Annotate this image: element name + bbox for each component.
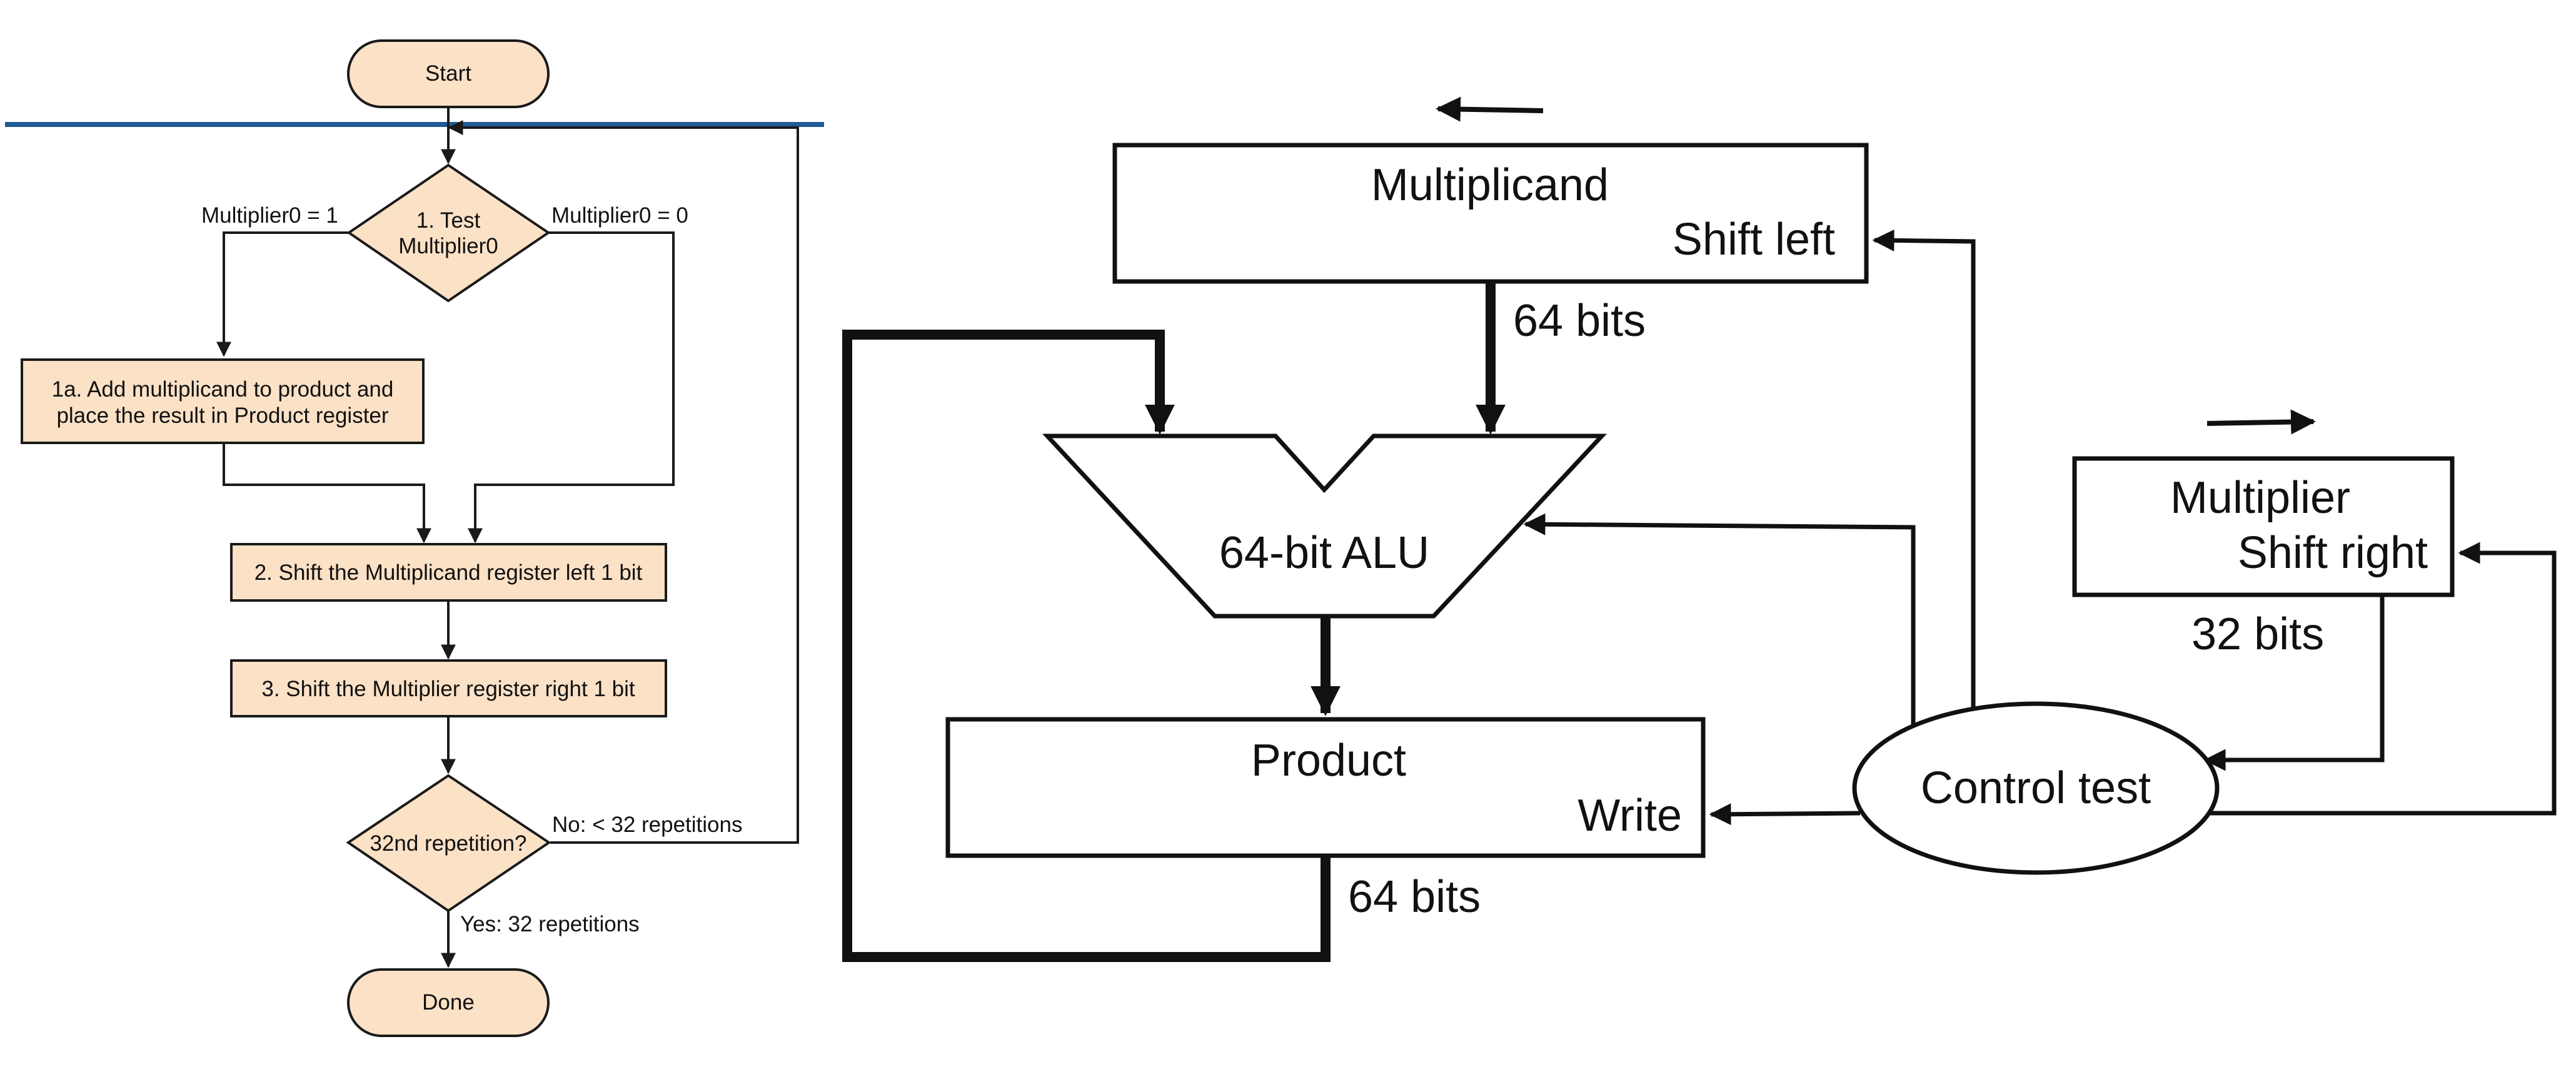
multiplicand-register: Multiplicand Shift left bbox=[1112, 143, 1869, 284]
no-branch-label: No: < 32 repetitions bbox=[552, 813, 743, 837]
control-to-multiplier-arrow bbox=[2210, 542, 2557, 816]
repetition-decision: 32nd repetition? bbox=[346, 774, 551, 913]
shift-multiplicand-step: 2. Shift the Multiplicand register left … bbox=[230, 543, 667, 602]
multiplicand-title: Multiplicand bbox=[1371, 160, 1609, 210]
product-width-label: 64 bits bbox=[1348, 872, 1481, 922]
start-terminal: Start bbox=[347, 39, 550, 108]
shift-right-direction-arrow bbox=[2206, 409, 2316, 435]
product-register: Product Write bbox=[945, 717, 1706, 858]
done-label: Done bbox=[422, 990, 475, 1015]
loop-back-arrow bbox=[448, 120, 799, 844]
hardware-diagram: Multiplicand Shift left 64 bits 64-bit A… bbox=[842, 96, 2557, 962]
test-decision: 1. Test Multiplier0 bbox=[346, 163, 551, 303]
control-to-multiplicand-arrow bbox=[1872, 229, 1976, 710]
done-terminal: Done bbox=[347, 968, 550, 1037]
control-to-alu-arrow bbox=[1523, 513, 1916, 724]
branch-right-arrow bbox=[468, 231, 675, 544]
shift-multiplier-label: 3. Shift the Multiplier register right 1… bbox=[261, 677, 635, 701]
control-to-product-arrow bbox=[1709, 803, 1861, 826]
multiplier-to-control-arrow bbox=[2203, 595, 2385, 771]
branch-right-label: Multiplier0 = 0 bbox=[551, 203, 688, 228]
product-operation: Write bbox=[1577, 791, 1682, 841]
product-title: Product bbox=[1251, 736, 1406, 786]
shift-multiplier-step: 3. Shift the Multiplier register right 1… bbox=[230, 659, 667, 717]
flowchart-connectors bbox=[216, 108, 799, 968]
control-test: Control test bbox=[1852, 701, 2220, 875]
shift-multiplicand-label: 2. Shift the Multiplicand register left … bbox=[254, 560, 643, 585]
flowchart: Start 1. Test Multiplier0 Multiplier0 = … bbox=[5, 39, 824, 1037]
add-step-line1: 1a. Add multiplicand to product and bbox=[52, 377, 394, 402]
branch-left-label: Multiplier0 = 1 bbox=[201, 203, 338, 228]
alu: 64-bit ALU bbox=[1042, 433, 1607, 619]
repetition-label: 32nd repetition? bbox=[370, 831, 526, 856]
add-step: 1a. Add multiplicand to product and plac… bbox=[21, 358, 425, 444]
multiplicand-operation: Shift left bbox=[1673, 215, 1835, 265]
branch-left-arrow bbox=[216, 231, 349, 357]
multiplicand-width-label: 64 bits bbox=[1513, 296, 1646, 346]
yes-branch-label: Yes: 32 repetitions bbox=[460, 912, 640, 936]
alu-label: 64-bit ALU bbox=[1219, 528, 1429, 578]
add-to-shift-arrow bbox=[223, 443, 431, 544]
test-label-line1: 1. Test bbox=[416, 208, 481, 233]
control-test-label: Control test bbox=[1921, 763, 2151, 813]
multiplier-register: Multiplier Shift right bbox=[2072, 456, 2455, 597]
shift-left-direction-arrow bbox=[1436, 96, 1544, 122]
multiplier-operation: Shift right bbox=[2238, 528, 2428, 578]
multiplier-title: Multiplier bbox=[2170, 473, 2350, 523]
start-label: Start bbox=[425, 61, 471, 86]
product-feedback-arrow bbox=[842, 330, 1331, 962]
test-label-line2: Multiplier0 bbox=[398, 234, 498, 258]
multiplier-width-label: 32 bits bbox=[2191, 609, 2324, 659]
add-step-line2: place the result in Product register bbox=[56, 403, 388, 428]
